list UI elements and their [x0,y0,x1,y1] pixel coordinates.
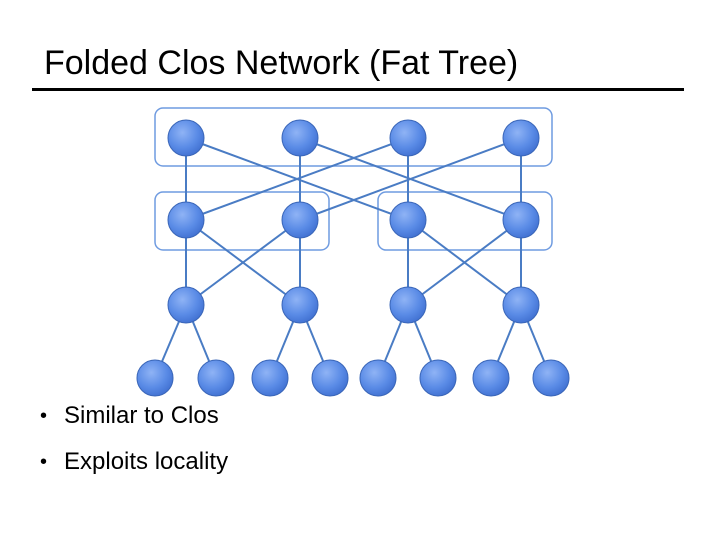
pod-right-group-box [377,191,553,251]
aggregation-switch-node [389,201,427,239]
host-node [532,359,570,397]
edge-switch-node [281,286,319,324]
host-node [251,359,289,397]
bullet-item: • Exploits locality [40,448,228,476]
bullet-marker: • [40,450,48,473]
host-node [136,359,174,397]
bullet-text: Exploits locality [64,448,229,475]
bullet-item: • Similar to Clos [40,402,228,430]
aggregation-switch-node [281,201,319,239]
title-underline [32,88,684,91]
edge-switch-node [502,286,540,324]
core-switch-node [389,119,427,157]
core-switch-node [502,119,540,157]
host-node [197,359,235,397]
bullet-text: Similar to Clos [64,402,219,429]
host-node [311,359,349,397]
edge-switch-node [167,286,205,324]
pod-left-group-box [154,191,330,251]
bullet-list: • Similar to Clos • Exploits locality [40,402,228,494]
core-group-box [154,107,553,167]
core-switch-node [167,119,205,157]
core-switch-node [281,119,319,157]
host-node [359,359,397,397]
edge-switch-node [389,286,427,324]
nodes [136,119,570,397]
bullet-marker: • [40,404,48,427]
aggregation-switch-node [502,201,540,239]
host-node [419,359,457,397]
slide-title: Folded Clos Network (Fat Tree) [44,44,519,82]
host-node [472,359,510,397]
aggregation-switch-node [167,201,205,239]
edges [154,137,552,379]
